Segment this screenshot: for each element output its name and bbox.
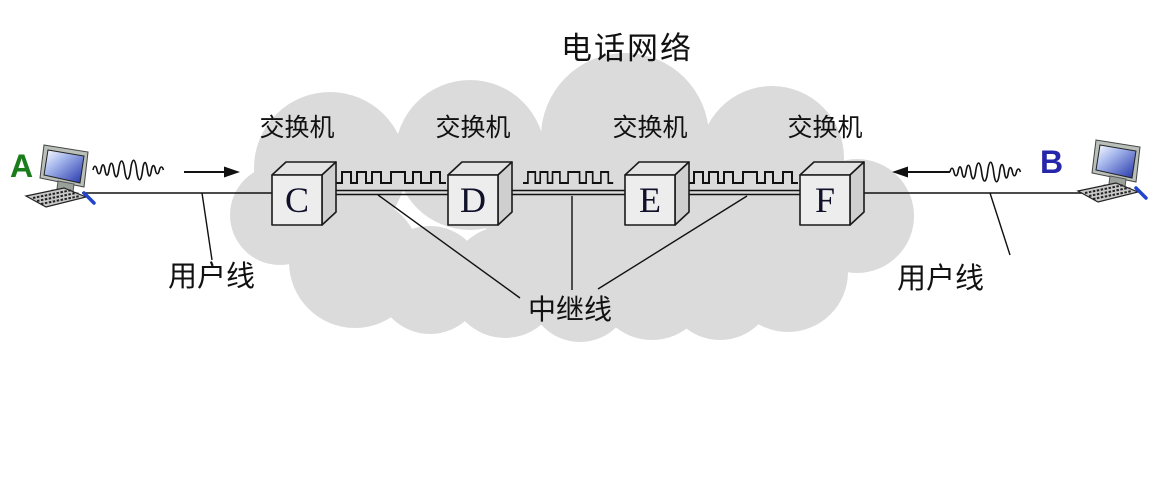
host-b-letter: B [1040, 144, 1064, 180]
left-arrow-icon [892, 166, 950, 178]
switch-letter-d: D [460, 180, 486, 220]
analog-signal-wave-icon [949, 161, 1022, 183]
user-line-pointer-left [201, 192, 213, 261]
switch-label-c: 交换机 [259, 115, 335, 142]
diagram-title: 电话网络 [561, 31, 693, 66]
box-front-face [799, 174, 851, 226]
host-a-letter: A [10, 148, 34, 184]
switch-letter-c: C [284, 180, 309, 220]
switch-box-f [799, 161, 865, 226]
switch-label-e: 交换机 [612, 115, 688, 142]
analog-signal-wave-icon [92, 159, 165, 181]
switch-label-f: 交换机 [787, 115, 863, 142]
trunk-pointer-line-ef [597, 195, 748, 290]
trunk-line-label: 中继线 [528, 295, 613, 326]
box-front-face [624, 174, 676, 226]
desktop-computer-icon [1074, 138, 1148, 204]
switch-box-d [447, 161, 513, 226]
user-line-label-left: 用户线 [168, 261, 256, 293]
user-line-label-right: 用户线 [897, 263, 985, 295]
switch-box-e [624, 161, 690, 226]
user-line-pointer-right [989, 192, 1011, 256]
switch-letter-f: F [814, 180, 836, 220]
switch-box-c [271, 161, 337, 226]
trunk-link-lines [322, 189, 802, 196]
right-arrow-icon [184, 166, 240, 178]
desktop-computer-icon [22, 143, 96, 209]
trunk-pointer-line-cd [377, 194, 521, 299]
box-front-face [271, 174, 323, 226]
switch-letter-e: E [639, 180, 661, 220]
switch-label-d: 交换机 [435, 115, 511, 142]
box-front-face [447, 174, 499, 226]
